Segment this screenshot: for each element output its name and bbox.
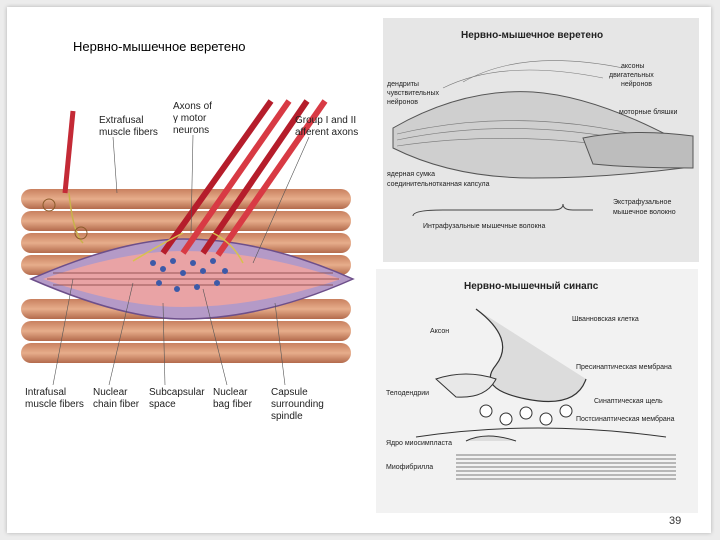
page-number: 39 [669,515,681,527]
spindle-capsule: соединительнотканная капсула [387,181,490,188]
spindle-nuclear-bag: ядерная сумка [387,171,435,178]
label-subcap-1: Subcapsular [149,387,205,398]
label-intrafusal-1: Intrafusal [25,387,66,398]
spindle-ru-svg: Нервно-мышечное веретено аксоны двигател… [383,18,699,262]
label-chain-1: Nuclear [93,387,128,398]
synapse-svg: Нервно-мышечный синапс Аксон Шванновская… [376,269,698,513]
label-axons-3: neurons [173,125,209,136]
synapse-schwann: Шванновская клетка [572,316,639,323]
synapse-cleft: Синаптическая щель [594,398,663,405]
spindle-dendrites-2: чувствительных [387,90,440,97]
spindle-plates: моторные бляшки [619,108,677,116]
synapse-telodendria: Телодендрии [386,390,429,397]
slide: Нервно-мышечное веретено [7,7,711,533]
label-intrafusal-2: muscle fibers [25,399,84,410]
label-chain-2: chain fiber [93,399,140,410]
muscle-spindle-diagram: Extrafusal muscle fibers Axons of γ moto… [13,93,361,438]
synapse-axon: Аксон [430,328,449,335]
synapse-presynaptic: Пресинаптическая мембрана [576,363,672,371]
label-bag-1: Nuclear [213,387,248,398]
synapse-myofibril: Миофибрилла [386,463,433,471]
spindle-ru-diagram: Нервно-мышечное веретено аксоны двигател… [383,18,699,262]
spindle-axons-3: нейронов [621,80,652,88]
synapse-postsynaptic: Постсинаптическая мембрана [576,415,675,423]
label-group-1: Group I and II [295,115,356,126]
label-extrafusal-2: muscle fibers [99,127,158,138]
spindle-extrafusal-1: Экстрафузальное [613,199,671,206]
synapse-diagram: Нервно-мышечный синапс Аксон Шванновская… [376,269,698,513]
spindle-axons-1: аксоны [621,63,644,70]
label-capsule-1: Capsule [271,387,308,398]
label-axons-2: γ motor [173,113,207,124]
label-bag-2: bag fiber [213,399,253,410]
spindle-dendrites-3: нейронов [387,98,418,106]
label-axons-1: Axons of [173,101,212,112]
label-group-2: afferent axons [295,127,358,138]
muscle-spindle-svg: Extrafusal muscle fibers Axons of γ moto… [13,93,361,438]
spindle-intrafusal: Интрафузальные мышечные волокна [423,223,546,230]
label-subcap-2: space [149,399,176,410]
spindle-ru-title: Нервно-мышечное веретено [461,30,603,41]
label-capsule-2: surrounding [271,399,324,410]
slide-title: Нервно-мышечное веретено [73,39,246,54]
synapse-title: Нервно-мышечный синапс [464,281,599,292]
label-capsule-3: spindle [271,411,303,422]
label-extrafusal-1: Extrafusal [99,115,143,126]
spindle-dendrites-1: дендриты [387,81,419,88]
spindle-axons-2: двигательных [609,72,654,79]
spindle-extrafusal-2: мышечное волокно [613,209,676,216]
synapse-myosymplast-nucleus: Ядро миосимпласта [386,440,452,447]
